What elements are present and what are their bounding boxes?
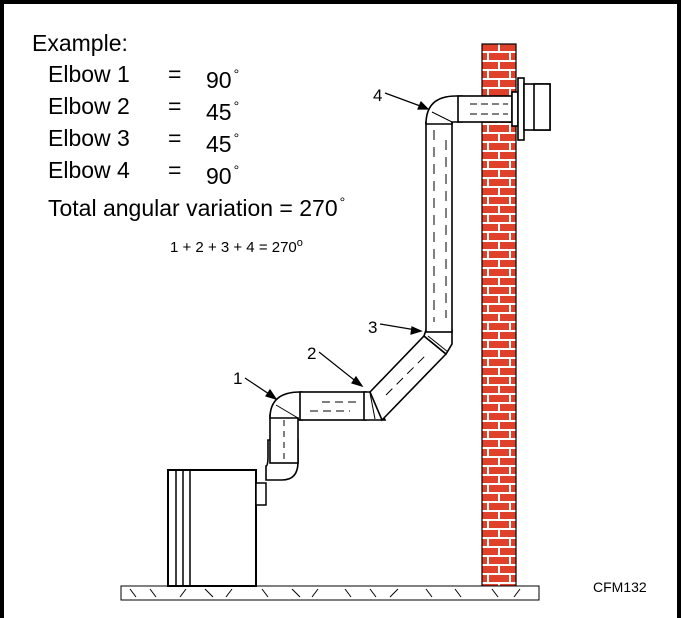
elbow-4-unit: ° [233, 162, 240, 178]
total-row: Total angular variation = 270° [48, 189, 345, 221]
floor [120, 585, 540, 601]
elbow-3-name: Elbow 3 [48, 125, 130, 151]
figure-code: CFM132 [593, 579, 647, 595]
furnace-icon [167, 469, 267, 587]
callout-1: 1 [233, 369, 243, 388]
elbow-4-row: Elbow 4 = 90° [48, 157, 239, 189]
total-label: Total angular variation = 270 [48, 195, 338, 221]
elbow-1-eq: = [168, 61, 182, 87]
elbow-1-name: Elbow 1 [48, 61, 130, 87]
callout-2: 2 [307, 344, 317, 363]
elbow-1-value: 90 [206, 67, 232, 93]
vent-pipe [265, 95, 513, 481]
brick-wall [481, 43, 517, 587]
elbow-2-name: Elbow 2 [48, 93, 130, 119]
elbow-1-unit: ° [233, 66, 240, 82]
equation-row: 1 + 2 + 3 + 4 = 270o [170, 237, 303, 256]
elbow-4-name: Elbow 4 [48, 157, 130, 183]
elbow-2-eq: = [168, 93, 182, 119]
elbow-1-row: Elbow 1 = 90° [48, 61, 239, 93]
elbow-3-row: Elbow 3 = 45° [48, 125, 239, 157]
equation-unit: o [296, 237, 303, 249]
callout-3: 3 [368, 318, 378, 337]
callout-4: 4 [373, 86, 383, 105]
elbow-2-row: Elbow 2 = 45° [48, 93, 239, 125]
vent-termination-icon [511, 77, 551, 141]
elbow-3-value: 45 [206, 131, 232, 157]
elbow-4-value: 90 [206, 163, 232, 189]
elbow-3-eq: = [168, 125, 182, 151]
elbow-2-value: 45 [206, 99, 232, 125]
elbow-3-unit: ° [233, 130, 240, 146]
callout-arrows [244, 92, 430, 401]
example-heading: Example: [32, 30, 128, 56]
equation-text: 1 + 2 + 3 + 4 = 270 [170, 239, 297, 256]
elbow-4-eq: = [168, 157, 182, 183]
elbow-2-unit: ° [233, 98, 240, 114]
total-unit: ° [339, 194, 346, 210]
